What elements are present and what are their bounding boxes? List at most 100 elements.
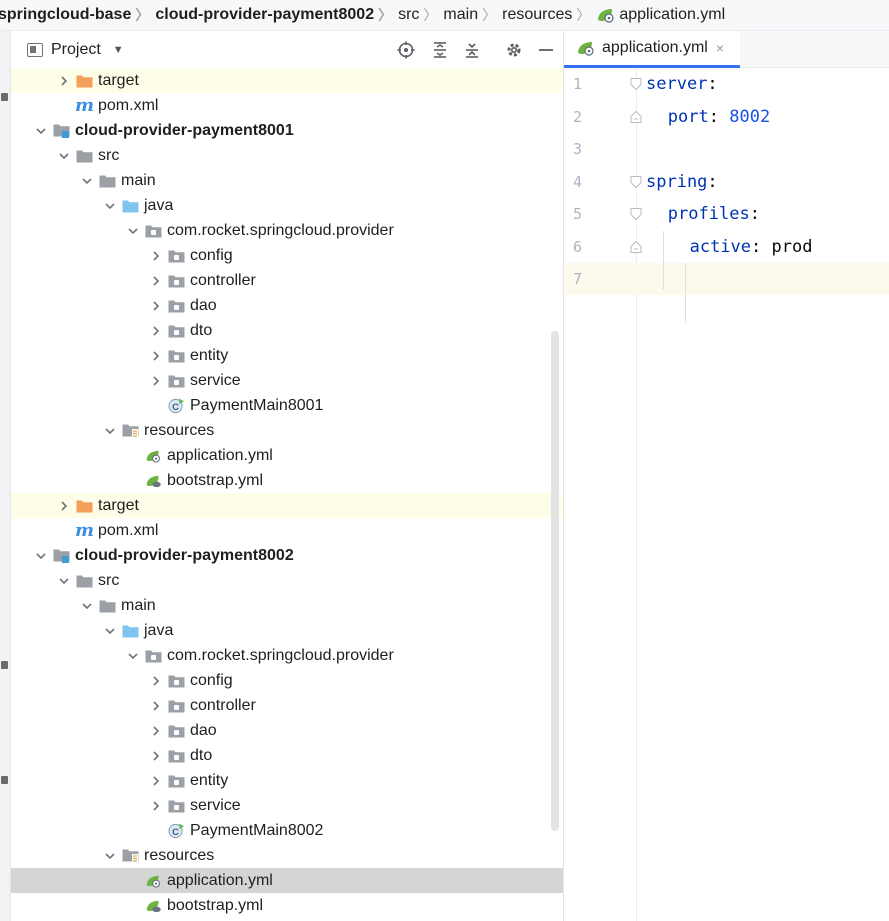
chevron-right-icon[interactable] xyxy=(148,348,164,364)
chevron-right-icon[interactable] xyxy=(148,373,164,389)
structure-tool-icon[interactable] xyxy=(1,776,8,784)
tree-row[interactable]: config xyxy=(11,243,563,268)
tree-row[interactable]: src xyxy=(11,568,563,593)
tree-item-label: entity xyxy=(190,346,229,364)
tree-item-label: target xyxy=(98,71,139,89)
code-line[interactable]: 7 xyxy=(564,263,889,295)
breadcrumb-item[interactable]: resources〉 xyxy=(502,5,596,25)
chevron-right-icon[interactable] xyxy=(148,323,164,339)
fold-close-icon[interactable] xyxy=(629,110,643,124)
tree-row[interactable]: config xyxy=(11,668,563,693)
breadcrumb-item[interactable]: springcloud-base〉 xyxy=(0,5,155,25)
tree-row[interactable]: entity xyxy=(11,343,563,368)
chevron-down-icon[interactable] xyxy=(56,573,72,589)
tree-row[interactable]: src xyxy=(11,143,563,168)
chevron-down-icon[interactable]: ▼ xyxy=(112,43,124,56)
chevron-down-icon[interactable] xyxy=(102,423,118,439)
tree-row[interactable]: main xyxy=(11,168,563,193)
tree-row[interactable]: java xyxy=(11,618,563,643)
chevron-right-icon[interactable] xyxy=(148,698,164,714)
breadcrumb-item[interactable]: src〉 xyxy=(398,5,443,25)
breadcrumb-item[interactable]: main〉 xyxy=(443,5,502,25)
yaml-key: server xyxy=(646,74,708,94)
tree-row[interactable]: application.yml xyxy=(11,868,563,893)
chevron-down-icon[interactable] xyxy=(79,173,95,189)
maven-icon: m xyxy=(74,519,95,541)
hide-minus-icon[interactable] xyxy=(537,41,555,59)
chevron-right-icon[interactable] xyxy=(148,798,164,814)
tree-item-label: main xyxy=(121,596,156,614)
chevron-right-icon[interactable] xyxy=(56,73,72,89)
tree-row[interactable]: dao xyxy=(11,718,563,743)
project-view-title[interactable]: Project xyxy=(51,40,101,58)
tree-row[interactable]: target xyxy=(11,493,563,518)
tree-row[interactable]: dto xyxy=(11,743,563,768)
tree-row[interactable]: target xyxy=(11,68,563,93)
tree-row[interactable]: dto xyxy=(11,318,563,343)
locate-icon[interactable] xyxy=(397,41,415,59)
chevron-down-icon[interactable] xyxy=(102,848,118,864)
chevron-down-icon[interactable] xyxy=(56,148,72,164)
chevron-down-icon[interactable] xyxy=(102,623,118,639)
chevron-right-icon[interactable] xyxy=(148,248,164,264)
tree-row[interactable]: bootstrap.yml xyxy=(11,468,563,493)
chevron-right-icon[interactable] xyxy=(148,673,164,689)
collapse-all-icon[interactable] xyxy=(463,41,481,59)
chevron-down-icon[interactable] xyxy=(33,123,49,139)
tree-row[interactable]: cloud-provider-payment8001 xyxy=(11,118,563,143)
tree-scrollbar[interactable] xyxy=(551,331,559,831)
folder-gray-icon xyxy=(76,148,93,164)
close-icon[interactable]: × xyxy=(715,40,725,56)
tab-application-yml[interactable]: application.yml × xyxy=(564,31,740,68)
code-line[interactable]: 3 xyxy=(564,133,889,165)
chevron-right-icon[interactable] xyxy=(148,298,164,314)
tree-row[interactable]: service xyxy=(11,368,563,393)
spring-class-icon: C xyxy=(168,822,185,839)
tree-row[interactable]: java xyxy=(11,193,563,218)
chevron-down-icon[interactable] xyxy=(125,223,141,239)
chevron-right-icon[interactable] xyxy=(148,723,164,739)
expand-all-icon[interactable] xyxy=(431,41,449,59)
tree-row[interactable]: entity xyxy=(11,768,563,793)
tree-row[interactable]: controller xyxy=(11,268,563,293)
tree-row[interactable]: resources xyxy=(11,418,563,443)
chevron-down-icon[interactable] xyxy=(125,648,141,664)
chevron-down-icon[interactable] xyxy=(33,548,49,564)
fold-close-icon[interactable] xyxy=(629,240,643,254)
tree-row[interactable]: com.rocket.springcloud.provider xyxy=(11,218,563,243)
tree-row[interactable]: cloud-provider-payment8002 xyxy=(11,543,563,568)
tree-row[interactable]: dao xyxy=(11,293,563,318)
fold-open-icon[interactable] xyxy=(629,207,643,221)
tree-row[interactable]: main xyxy=(11,593,563,618)
breadcrumb-item[interactable]: application.yml xyxy=(596,6,725,24)
chevron-right-icon[interactable] xyxy=(148,748,164,764)
tree-row[interactable]: com.rocket.springcloud.provider xyxy=(11,643,563,668)
chevron-down-icon[interactable] xyxy=(102,198,118,214)
tree-row[interactable]: controller xyxy=(11,693,563,718)
tree-item-label: dao xyxy=(190,296,217,314)
fold-open-icon[interactable] xyxy=(629,77,643,91)
fold-open-icon[interactable] xyxy=(629,175,643,189)
tree-row[interactable]: service xyxy=(11,793,563,818)
tree-row[interactable]: application.yml xyxy=(11,443,563,468)
bookmarks-tool-icon[interactable] xyxy=(1,661,8,669)
breadcrumb-item[interactable]: cloud-provider-payment8002〉 xyxy=(155,5,398,25)
chevron-right-icon[interactable] xyxy=(148,773,164,789)
tree-row[interactable]: bootstrap.yml xyxy=(11,893,563,918)
chevron-right-icon[interactable] xyxy=(148,273,164,289)
project-tool-icon[interactable] xyxy=(1,93,8,101)
settings-gear-icon[interactable] xyxy=(505,41,523,59)
tree-row[interactable]: resources xyxy=(11,843,563,868)
chevron-right-icon[interactable] xyxy=(56,498,72,514)
chevron-down-icon[interactable] xyxy=(79,598,95,614)
